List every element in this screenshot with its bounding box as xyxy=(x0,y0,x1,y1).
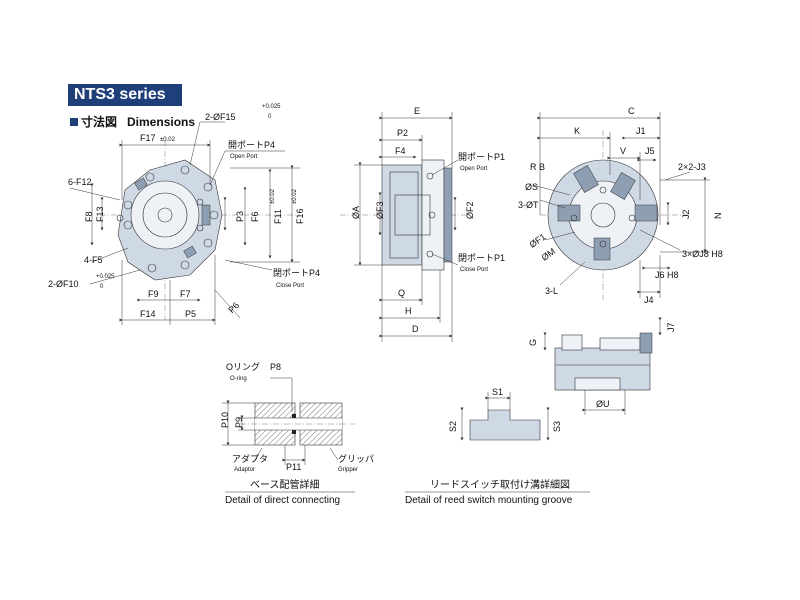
side-f3-label: ØF3 xyxy=(375,201,385,219)
jaw-view: C K J1 V J5 R B ØS 3-ØT 2×2-J3 J2 N ØF1 … xyxy=(518,106,723,305)
jaw-j4-label: J4 xyxy=(644,295,654,305)
detail2-caption-jp: リードスイッチ取付け溝詳細図 xyxy=(430,478,570,491)
detail2-caption-en: Detail of reed switch mounting groove xyxy=(405,495,573,506)
detail-p11-label: P11 xyxy=(286,462,301,472)
jaw-v-label: V xyxy=(620,146,626,156)
front-open-port-jp: 開ポートP4 xyxy=(228,140,275,150)
jaw-k-label: K xyxy=(574,126,580,136)
detail1-caption-en: Detail of direct connecting xyxy=(225,495,340,506)
front-f11-label: F11 xyxy=(273,209,283,224)
series-title: NTS3 series xyxy=(68,84,182,106)
front-f10-label: 2-ØF10 xyxy=(48,279,79,289)
front-view: 2-ØF15 +0.025 0 F17 ±0.02 開ポートP4 Open Po… xyxy=(48,104,320,325)
front-p3-label: P3 xyxy=(235,211,245,222)
front-f10-tol-lo: 0 xyxy=(100,284,104,290)
front-f16-label: F16 xyxy=(295,208,305,224)
front-f11-tol: ±0.02 xyxy=(270,188,276,204)
groove-s3-label: S3 xyxy=(552,421,562,432)
detail-p9-label: P9 xyxy=(234,417,244,428)
heading-en: Dimensions xyxy=(127,115,196,129)
groove-s1-label: S1 xyxy=(492,387,503,397)
section-heading: 寸法図 Dimensions xyxy=(70,113,195,130)
front-close-port-jp: 閉ポートP4 xyxy=(273,268,320,278)
front-f16-tol: ±0.02 xyxy=(292,188,298,204)
front-f8-label: F8 xyxy=(84,211,94,222)
side-open-port-en: Open Port xyxy=(460,166,488,172)
detail-gripper-en: Gripper xyxy=(338,467,358,473)
front-p6-label: P6 xyxy=(226,300,241,315)
front-f15-tol-hi: +0.025 xyxy=(262,104,281,110)
detail-adaptor-en: Adaptor xyxy=(234,467,255,473)
jaw-j5-label: J5 xyxy=(645,146,655,156)
jaw-m-label: ØM xyxy=(540,246,558,263)
lower-j7-label: J7 xyxy=(666,322,676,332)
front-f7-label: F7 xyxy=(180,289,191,299)
front-f14-label: F14 xyxy=(140,309,156,319)
front-open-port-en: Open Port xyxy=(230,154,258,160)
detail-p10-label: P10 xyxy=(220,412,230,428)
front-p5-label: P5 xyxy=(185,309,196,319)
detail-direct-connecting: Oリング P8 O-ring P10 P9 アダプタ Adaptor P11 グ… xyxy=(220,361,374,506)
jaw-c-label: C xyxy=(628,106,635,116)
front-f10-tol-hi: +0.025 xyxy=(96,274,115,280)
side-e-label: E xyxy=(414,106,420,116)
bullet-square-icon xyxy=(70,118,78,126)
jaw-j8-label: 3×ØJ8 H8 xyxy=(682,249,723,259)
side-h-label: H xyxy=(405,306,412,316)
jaw-j6-label: J6 H8 xyxy=(655,270,679,280)
lower-side-view: G J7 ØU xyxy=(528,317,676,415)
detail-adaptor-jp: アダプタ xyxy=(232,453,268,464)
side-view: E P2 F4 開ポートP1 Open Port ØF3 ØF2 ØA 閉ポート… xyxy=(340,106,505,342)
side-f2-label: ØF2 xyxy=(465,201,475,219)
front-f6-label: F6 xyxy=(250,211,260,222)
detail-reed-switch-groove: S1 S2 S3 リードスイッチ取付け溝詳細図 Detail of reed s… xyxy=(405,387,590,506)
jaw-j1-label: J1 xyxy=(636,126,646,136)
jaw-j3-label: 2×2-J3 xyxy=(678,162,706,172)
side-f4-label: F4 xyxy=(395,146,406,156)
detail-p8-label: P8 xyxy=(270,362,281,372)
detail1-caption-jp: ベース配管詳細 xyxy=(250,478,320,491)
front-f12-label: 6-F12 xyxy=(68,177,92,187)
jaw-rb-label: R B xyxy=(530,162,545,172)
front-f17-label: F17 xyxy=(140,133,156,143)
front-f9-label: F9 xyxy=(148,289,159,299)
side-a-label: ØA xyxy=(351,206,361,219)
front-close-port-en: Close Port xyxy=(276,283,304,289)
jaw-l-label: 3-L xyxy=(545,286,558,296)
front-bolt-holes xyxy=(116,165,219,273)
lower-g-label: G xyxy=(528,339,538,346)
side-q-label: Q xyxy=(398,288,405,298)
front-f17-tol: ±0.02 xyxy=(160,137,176,143)
side-close-port-jp: 閉ポートP1 xyxy=(458,253,505,263)
jaw-f1-label: ØF1 xyxy=(528,232,548,250)
jaw-j2-label: J2 xyxy=(681,209,691,219)
front-f15-tol-lo: 0 xyxy=(268,114,272,120)
front-f15-label: 2-ØF15 xyxy=(205,112,236,122)
jaw-t-label: 3-ØT xyxy=(518,200,539,210)
side-close-port-en: Close Port xyxy=(460,267,488,273)
groove-s2-label: S2 xyxy=(448,421,458,432)
front-f5-label: 4-F5 xyxy=(84,255,103,265)
detail-oring-jp: Oリング xyxy=(226,361,260,372)
side-p2-label: P2 xyxy=(397,128,408,138)
jaw-fingers xyxy=(557,165,658,261)
detail-oring-en: O-ring xyxy=(230,376,247,382)
lower-u-label: ØU xyxy=(596,399,610,409)
side-d-label: D xyxy=(412,324,419,334)
jaw-n-label: N xyxy=(713,213,723,220)
front-f13-label: F13 xyxy=(95,206,105,222)
side-open-port-jp: 開ポートP1 xyxy=(458,152,505,162)
jaw-s-label: ØS xyxy=(525,182,538,192)
heading-jp: 寸法図 xyxy=(81,115,118,129)
detail-gripper-jp: グリッパ xyxy=(338,453,374,464)
